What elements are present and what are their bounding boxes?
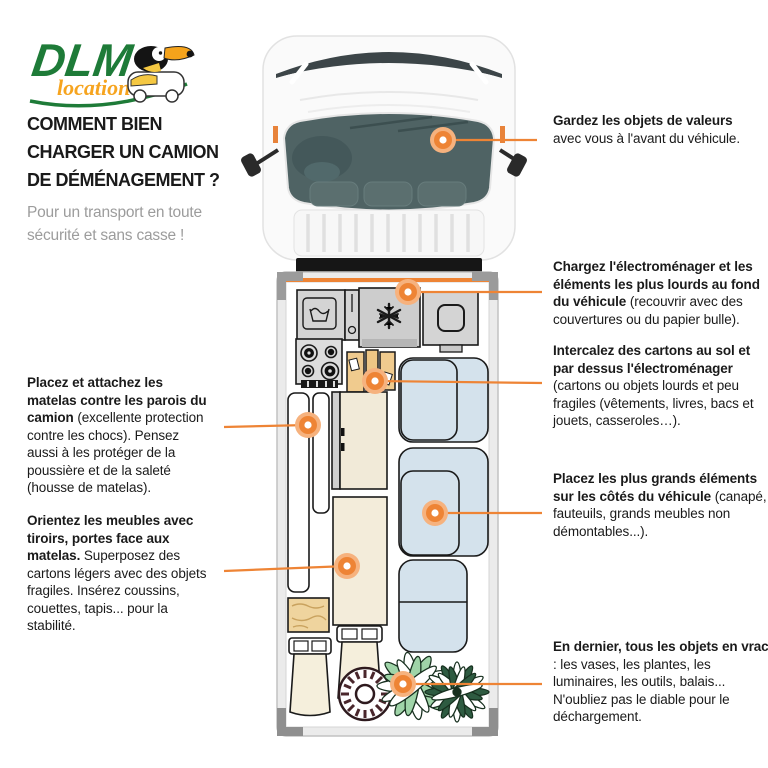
snowflake-icon [376,302,402,330]
stove-icon [295,338,343,388]
wipers-icon [349,115,469,133]
marker-boxes [362,368,388,394]
note-large-items-rest: (canapé, fauteuils, grands meubles non d… [553,488,767,539]
cab-cargo-junction [296,258,482,275]
headlight-right-icon [469,61,489,85]
title-line: DE DÉMÉNAGEMENT ? [27,170,220,190]
page-title: COMMENT BIEN CHARGER UN CAMION DE DÉMÉNA… [27,110,242,194]
wood-plank-icon [287,597,330,633]
title-line: COMMENT BIEN [27,114,163,134]
mirror-left-icon [241,148,280,177]
note-appliances-rest: (recouvrir avec des couvertures ou du pa… [553,294,743,327]
note-appliances: Chargez l'électroménager et les éléments… [553,258,768,328]
mattress-icon [287,392,310,593]
note-mattress-bold: Placez et attachez les matelas contre le… [27,375,207,425]
side-marker-left-icon [273,126,278,143]
note-valuables-rest: avec vous à l'avant du véhicule. [553,130,740,146]
note-boxes-bold: Intercalez des cartons au sol et par des… [553,343,751,376]
wardrobe-icon [331,391,388,490]
note-mattress-rest: (excellente protection contre les chocs)… [27,410,204,495]
note-furniture-rest: Superposez des cartons légers avec des o… [27,548,207,633]
marker-appliances [395,279,421,305]
marker-loose-items [390,671,416,697]
note-loose-items-rest: : les vases, les plantes, les luminaires… [553,656,730,725]
note-large-items-bold: Placez les plus grands éléments sur les … [553,471,757,504]
dlm-logo: DLM location [29,34,195,108]
title-line: CHARGER UN CAMION [27,142,219,162]
mirror-right-icon [498,148,527,177]
page-subtitle: Pour un transport en toute sécurité et s… [27,204,202,244]
seat-icon [309,181,359,207]
headlight-left-icon [289,61,309,85]
note-loose-items-bold: En dernier, tous les objets en vrac [553,639,768,654]
marker-valuables [430,127,456,153]
note-loose-items: En dernier, tous les objets en vrac : le… [553,638,768,726]
cab-roof-ribs [293,209,485,257]
note-large-items: Placez les plus grands éléments sur les … [553,470,768,540]
chair-icon [288,637,332,717]
note-furniture-bold: Orientez les meubles avec tiroirs, porte… [27,513,194,563]
washing-machine-icon [296,289,360,341]
marker-mattress [295,412,321,438]
side-marker-right-icon [500,126,505,143]
toucan-van-icon [127,46,195,103]
basket-icon [337,666,393,722]
sofa-icon [398,357,489,653]
note-boxes: Intercalez des cartons au sol et par des… [553,342,768,430]
corner-bracket [277,272,303,300]
corner-bracket [472,708,498,736]
oven-icon [422,291,479,353]
marker-furniture [334,553,360,579]
logo-sub-text: location [57,75,130,100]
note-mattress: Placez et attachez les matelas contre le… [27,374,209,497]
truck-cab [241,35,527,261]
marker-large-items [422,500,448,526]
note-valuables-bold: Gardez les objets de valeurs [553,113,733,128]
corner-bracket [277,708,303,736]
seat-icon [363,181,413,207]
mattress-icon [312,392,330,514]
logo-brand-text: DLM [29,34,137,86]
cab-front-band [276,52,502,78]
callout-lines [223,138,543,686]
note-furniture: Orientez les meubles avec tiroirs, porte… [27,512,213,635]
note-valuables: Gardez les objets de valeurs avec vous à… [553,112,763,147]
note-appliances-bold: Chargez l'électroménager et les éléments… [553,259,760,309]
cargo-front-strip [286,278,489,282]
seat-icon [417,181,467,207]
callout-markers [295,127,456,697]
note-boxes-rest: (cartons ou objets lourds et peu fragile… [553,378,754,428]
